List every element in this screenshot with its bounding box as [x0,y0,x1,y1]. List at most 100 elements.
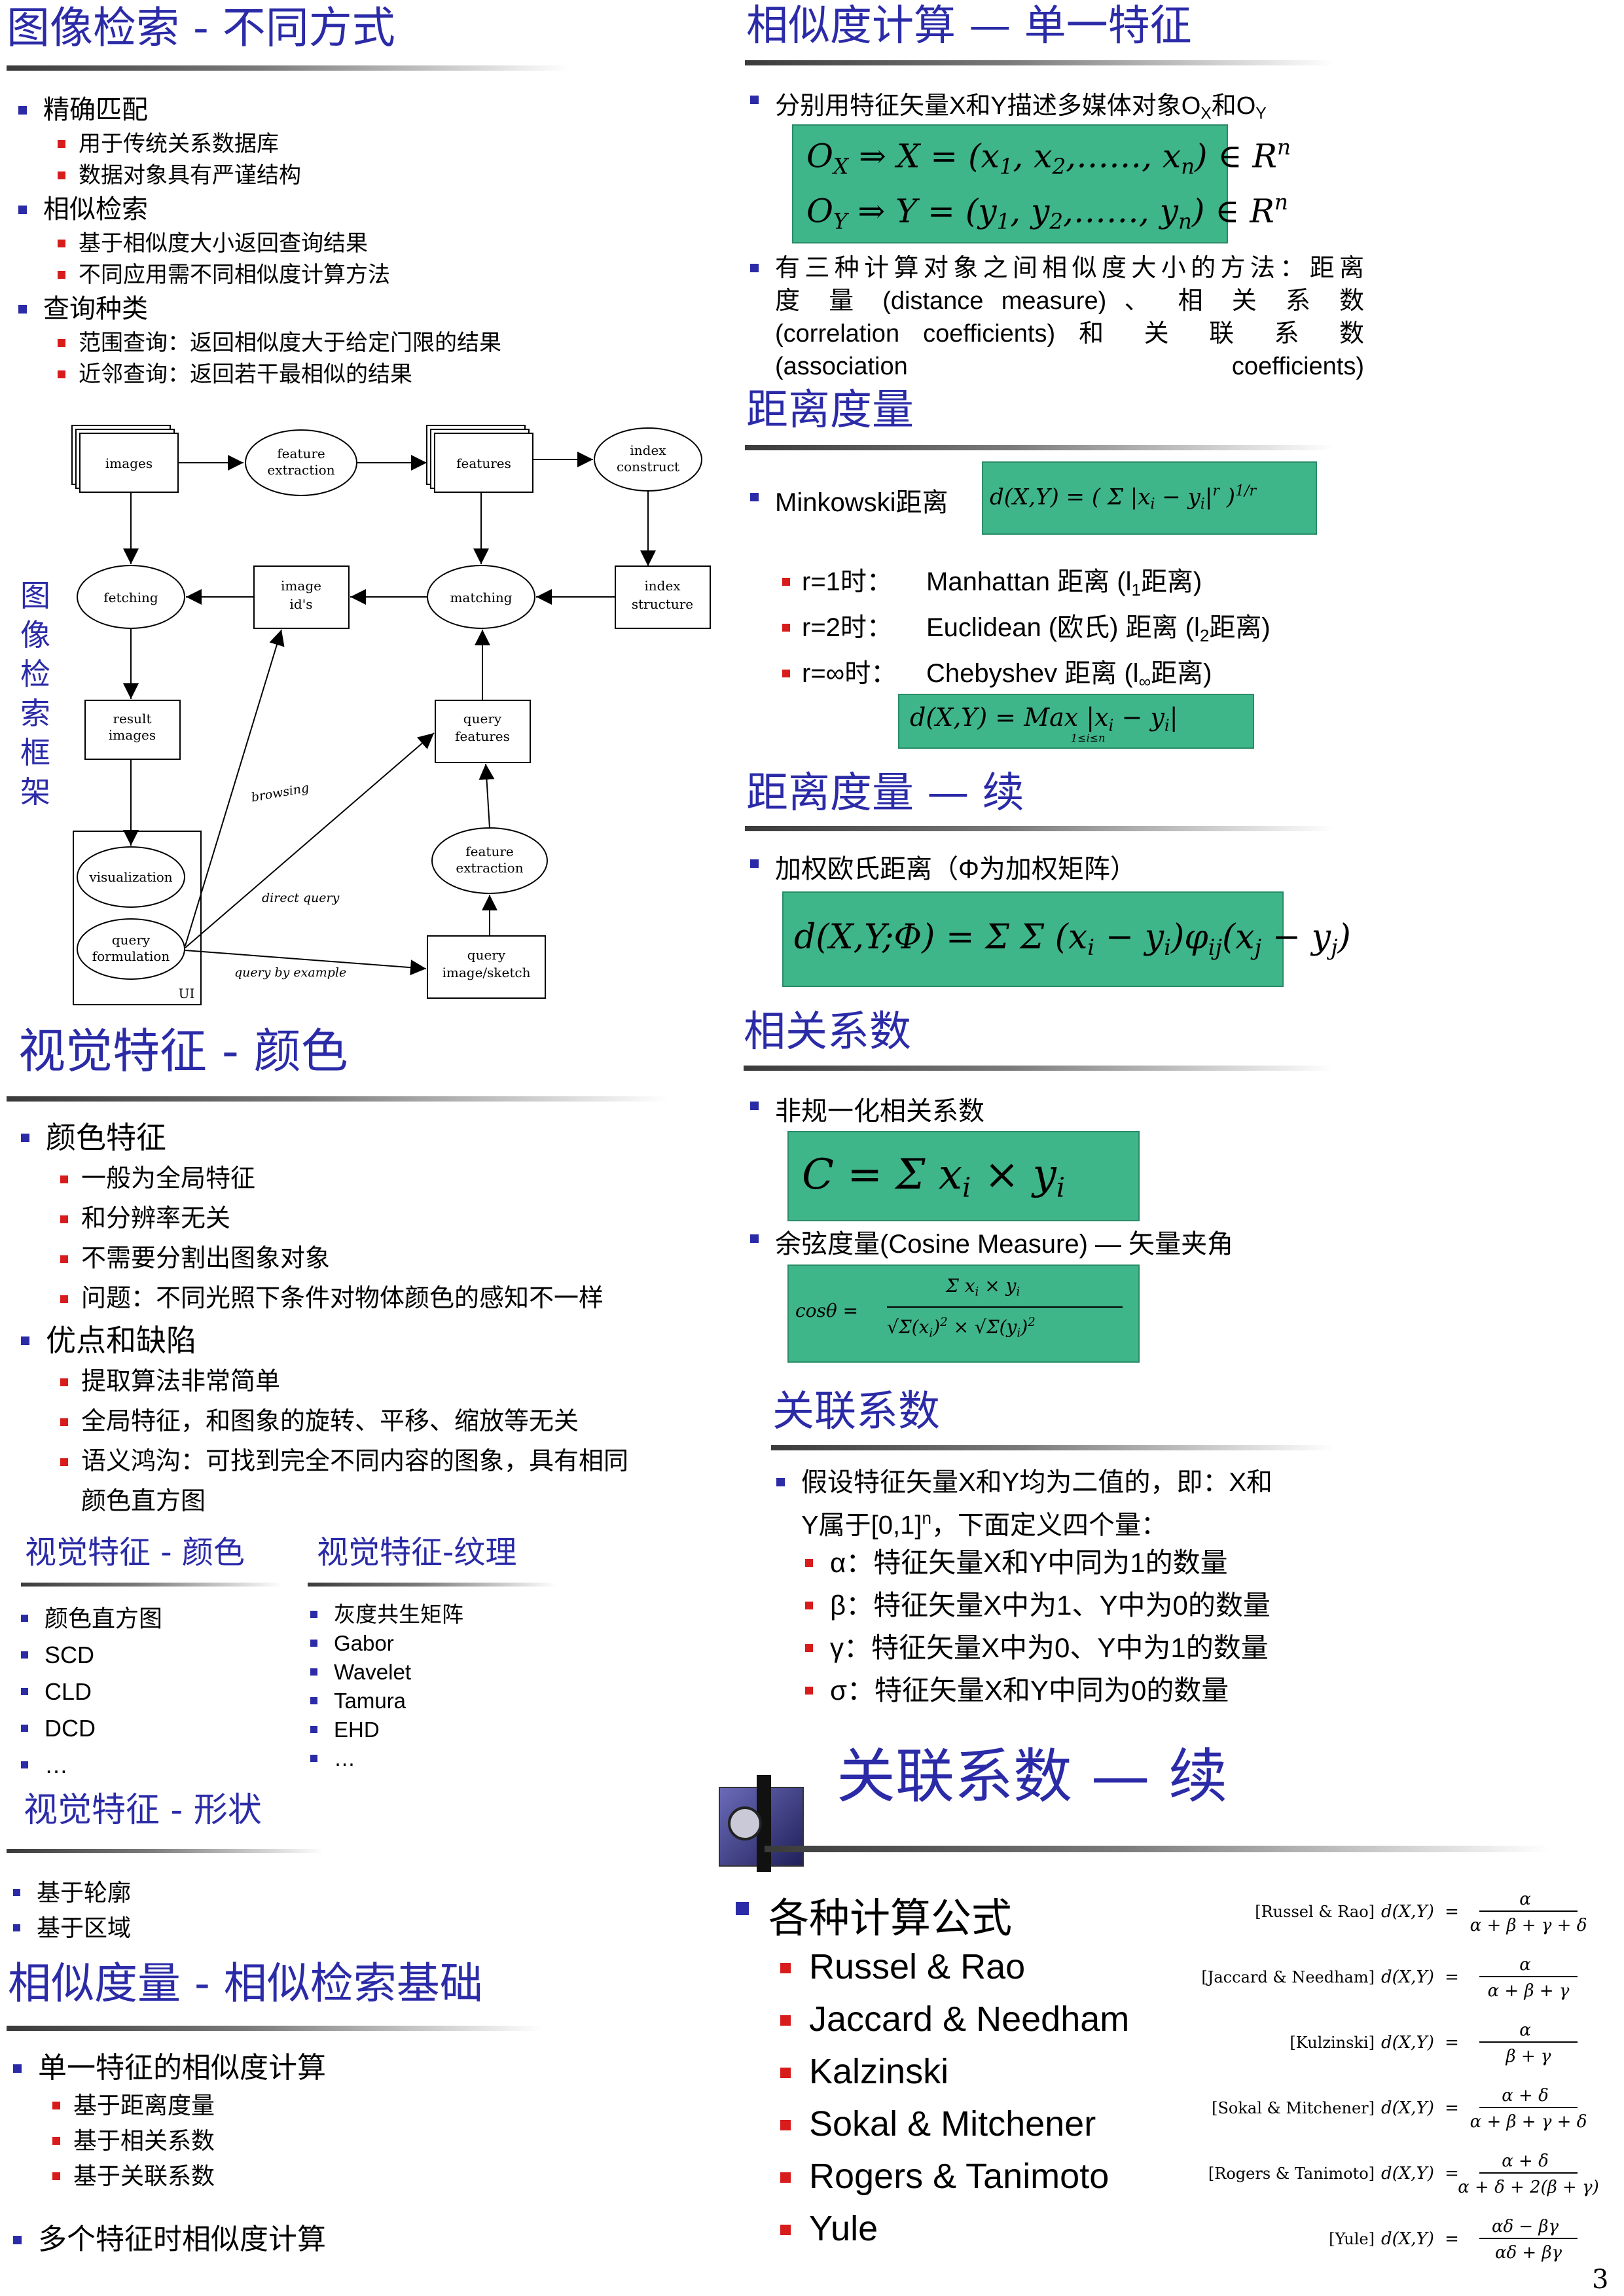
case-condition: r=∞时： [802,658,897,688]
formula-label: [Russel & Rao] [1255,1903,1375,1921]
list-item: 颜色特征 [17,1116,628,1159]
retrieval-framework-diagram: images feature extraction features index… [71,425,711,1005]
title-underline [745,445,1334,450]
side-label-char: 索 [20,696,50,731]
title-underline [771,1445,1334,1450]
visualization-label: visualization [88,869,172,885]
bullet-marker [776,1478,785,1486]
formula-lhs: d(X,Y) [1381,2164,1434,2183]
list-item: Wavelet [306,1658,463,1687]
film-logo-icon [719,1775,804,1872]
list-item: 精确匹配 [14,92,501,128]
case-name: Euclidean (欧氏) 距离 (l [926,613,1200,642]
side-label-char: 图 [20,578,50,613]
association-method: Rogers & Tanimoto [772,2150,1129,2202]
sub-list-item: 基于关联系数 [9,2159,326,2194]
section-title-association: 关联系数 [772,1388,940,1436]
sub-list-item: 语义鸿沟：可找到完全不同内容的图象，具有相同 [17,1442,628,1482]
feature-extraction-label-2: extraction [267,462,334,478]
association-quantity: σ：特征矢量X和Y中同为0的数量 [785,1669,1271,1712]
formula-label: [Yule] [1329,2230,1375,2248]
title-underline [308,1583,556,1587]
list-item: CLD [17,1674,162,1710]
section-title-distance: 距离度量 [746,386,914,435]
index-structure-label: index [644,578,681,594]
list-item: 灰度共生矩阵 [306,1600,463,1629]
title-underline [765,1846,1550,1852]
images-node [79,433,179,493]
retrieval-modes-list: 精确匹配用于传统关系数据库数据对象具有严谨结构相似检索基于相似度大小返回查询结果… [14,92,501,390]
binary-vector-text-3: ，下面定义四个量： [931,1511,1167,1540]
section-title-texture: 视觉特征-纹理 [317,1534,517,1571]
framework-side-label: 图像检索框架 [18,576,52,812]
image-ids-node [253,565,350,629]
result-images-label-2: images [109,727,156,743]
list-item: 基于区域 [9,1910,131,1946]
list-item: … [306,1744,463,1773]
formula-label: [Kulzinski] [1290,2034,1375,2052]
section-title-retrieval-modes: 图像检索 - 不同方式 [7,3,395,53]
association-formulas: [Russel & Rao]d(X,Y)=αα + β + γ + δ[Jacc… [1201,1890,1599,2263]
list-item: SCD [17,1637,162,1674]
feature-vector-text-2: 和O [1211,92,1256,120]
weighted-euclidean-bullet: 加权欧氏距离（Φ为加权矩阵） [746,848,1136,886]
minkowski-label: Minkowski距离 [775,488,948,517]
formula-denominator: α + β + γ [1488,1981,1570,2001]
sub-list-item: 基于相似度大小返回查询结果 [14,228,501,259]
list-item: Gabor [306,1629,463,1658]
cosine-formula: cosθ = Σ xi × yi √Σ(xi)2 × √Σ(yi)2 [787,1265,1140,1363]
sub-list-item: 全局特征，和图象的旋转、平移、缩放等无关 [17,1402,628,1442]
sub-list-item: 近邻查询：返回若干最相似的结果 [14,359,501,390]
query-formulation-label: query [112,932,151,948]
case-name: Manhattan 距离 (l [926,567,1132,596]
case-end: 距离) [1209,613,1271,642]
formula-numerator: α [1519,1955,1531,1975]
weighted-euclidean-formula: d(X,Y;Φ) = Σ Σ (xi − yi)φij(xj − yj) [782,891,1351,987]
title-underline [744,1066,1333,1071]
sub-list-item: 范围查询：返回相似度大于给定门限的结果 [14,327,501,359]
visualization-node [77,846,185,908]
title-underline [745,60,1334,65]
side-label-char: 架 [20,774,50,810]
section-title-distance-cont: 距离度量 — 续 [746,769,1024,817]
formula-denominator: α + δ + 2(β + γ) [1458,2178,1599,2197]
bullet-marker [750,1102,759,1110]
title-underline [7,1849,324,1853]
query-by-example-edge-label: query by example [234,965,346,980]
feature-extraction-label: feature [277,446,325,461]
result-images-label: result [113,711,152,726]
distance-case: r=1时：Manhattan 距离 (l1距离) [782,563,1271,609]
sub-list-item: 用于传统关系数据库 [14,128,501,160]
bullet-marker [750,493,759,501]
title-underline [7,1096,668,1102]
bullet-marker [736,1902,749,1915]
sub-list-item: 一般为全局特征 [17,1159,628,1199]
fetching-label: fetching [103,590,158,605]
weighted-euclidean-text: 加权欧氏距离（Φ为加权矩阵） [775,855,1136,884]
similarity-list: 单一特征的相似度计算基于距离度量基于相关系数基于关联系数多个特征时相似度计算 [9,2049,326,2259]
list-item: 多个特征时相似度计算 [9,2220,326,2259]
index-construct-label-2: construct [617,459,679,475]
formula-numerator: α + δ [1502,2151,1549,2171]
list-item: 查询种类 [14,291,501,327]
formula-denominator: β + γ [1506,2047,1551,2066]
formula-equals: = [1445,1902,1459,1922]
formula-numerator: α + δ [1502,2086,1549,2106]
methods-line: (correlation coefficients) 和 关 联 系 数 [775,320,1364,348]
formula-label: [Sokal & Mitchener] [1212,2099,1375,2117]
list-item: EHD [306,1715,463,1744]
sub-list-item: 不同应用需不同相似度计算方法 [14,259,501,291]
features-label: features [456,456,511,471]
case-subscript: 1 [1131,579,1141,600]
formula-label: [Rogers & Tanimoto] [1208,2164,1375,2183]
feature-extraction-2-label-2: extraction [456,860,523,876]
case-end: 距离) [1140,567,1202,596]
association-method: Yule [772,2202,1129,2255]
index-construct-label: index [630,442,666,458]
formula-lhs: d(X,Y) [1381,2229,1434,2249]
sub-list-item: 问题：不同光照下条件对物体颜色的感知不一样 [17,1279,628,1319]
formula-equals: = [1445,2229,1459,2249]
images-label: images [105,456,153,471]
